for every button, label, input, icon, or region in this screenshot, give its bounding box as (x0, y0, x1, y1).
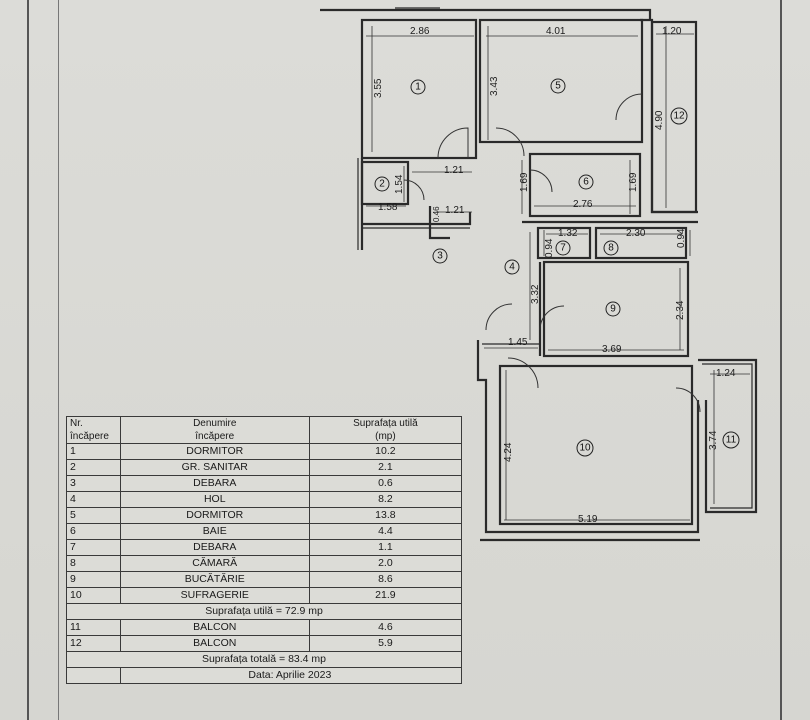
header-area: Suprafața utilă (353, 418, 418, 429)
dim-door-a: 1.21 (444, 165, 464, 176)
grand-total: Suprafața totală = 83.4 mp (66, 651, 462, 668)
dim-r9-height: 2.34 (675, 300, 686, 320)
dim-r8-width: 2.30 (626, 228, 646, 239)
doors (403, 93, 701, 413)
walls (320, 7, 758, 542)
useful-total-row: Suprafața utilă = 72.9 mp (66, 603, 462, 620)
header-name: Denumire (193, 418, 237, 429)
dim-r12-width: 1.20 (662, 26, 682, 37)
dim-r11-height: 3.74 (708, 430, 719, 450)
dim-r1-width: 2.86 (410, 26, 430, 37)
header-name-2: încăpere (195, 431, 235, 442)
dim-r1-height: 3.55 (373, 78, 384, 98)
svg-text:7: 7 (560, 243, 566, 254)
svg-text:5: 5 (555, 81, 561, 92)
dim-r12-height: 4.90 (654, 110, 665, 130)
svg-text:1: 1 (415, 82, 421, 93)
dim-r11-width: 1.24 (716, 368, 736, 379)
dim-hol-width: 1.45 (508, 337, 528, 348)
room-markers: 1 2 3 4 5 6 7 8 9 10 11 12 (374, 78, 740, 457)
svg-text:9: 9 (610, 304, 616, 315)
dim-r2-height: 1.54 (394, 174, 405, 194)
dim-door-b: 1.21 (445, 205, 465, 216)
dim-r10-height: 4.24 (503, 442, 514, 462)
room-marker-6: 6 (578, 174, 594, 190)
header-nr-2: încăpere (70, 431, 109, 442)
room-marker-9: 9 (605, 301, 621, 317)
room-marker-5: 5 (550, 78, 566, 94)
svg-text:12: 12 (673, 111, 685, 122)
svg-text:11: 11 (726, 435, 737, 446)
svg-text:2: 2 (379, 179, 385, 190)
table-header-row: Nr. încăpere Denumire încăpere Suprafața… (66, 416, 463, 444)
frame-line-right (780, 0, 782, 720)
frame-line-left (27, 0, 29, 720)
dim-r8-height: 0.94 (676, 228, 687, 248)
dim-r3: 0.46 (432, 206, 441, 222)
date-row: Data: Aprilie 2023 (66, 667, 463, 684)
document-date: Data: Aprilie 2023 (119, 667, 463, 684)
room-marker-12: 12 (670, 107, 688, 125)
room-marker-7: 7 (555, 240, 571, 256)
header-nr: Nr. (70, 418, 83, 429)
dim-r7-width: 1.32 (558, 228, 578, 239)
room-marker-10: 10 (576, 439, 594, 457)
dim-r10-width: 5.19 (578, 514, 598, 525)
dim-r5-width: 4.01 (546, 26, 566, 37)
room-area-table: Nr. încăpere Denumire încăpere Suprafața… (66, 416, 463, 684)
room-marker-11: 11 (722, 431, 740, 449)
dim-r6-h-left: 1.69 (519, 172, 530, 192)
dim-r7-height: 0.94 (544, 238, 555, 258)
room-marker-1: 1 (410, 79, 426, 95)
frame-line-inner-left (58, 0, 59, 720)
useful-total: Suprafața utilă = 72.9 mp (66, 603, 462, 620)
svg-text:6: 6 (583, 177, 589, 188)
dimension-lines (366, 26, 750, 521)
svg-text:8: 8 (608, 243, 614, 254)
grand-total-row: Suprafața totală = 83.4 mp (66, 651, 462, 668)
dim-r5-height: 3.43 (489, 76, 500, 96)
room-marker-2: 2 (374, 176, 390, 192)
svg-text:10: 10 (579, 443, 591, 454)
svg-text:3: 3 (437, 251, 443, 262)
dimension-labels: 2.86 3.55 4.01 3.43 1.20 4.90 1.58 1.54 … (373, 26, 736, 525)
header-area-2: (mp) (375, 431, 396, 442)
dim-r6-h-right: 1.69 (628, 172, 639, 192)
room-marker-4: 4 (504, 259, 520, 275)
dim-r6-width: 2.76 (573, 199, 593, 210)
dim-r9-width: 3.69 (602, 344, 622, 355)
dim-hol-height: 3.32 (530, 284, 541, 304)
dim-r2-width: 1.58 (378, 202, 398, 213)
room-marker-8: 8 (603, 240, 619, 256)
svg-text:4: 4 (509, 262, 515, 273)
room-marker-3: 3 (432, 248, 448, 264)
